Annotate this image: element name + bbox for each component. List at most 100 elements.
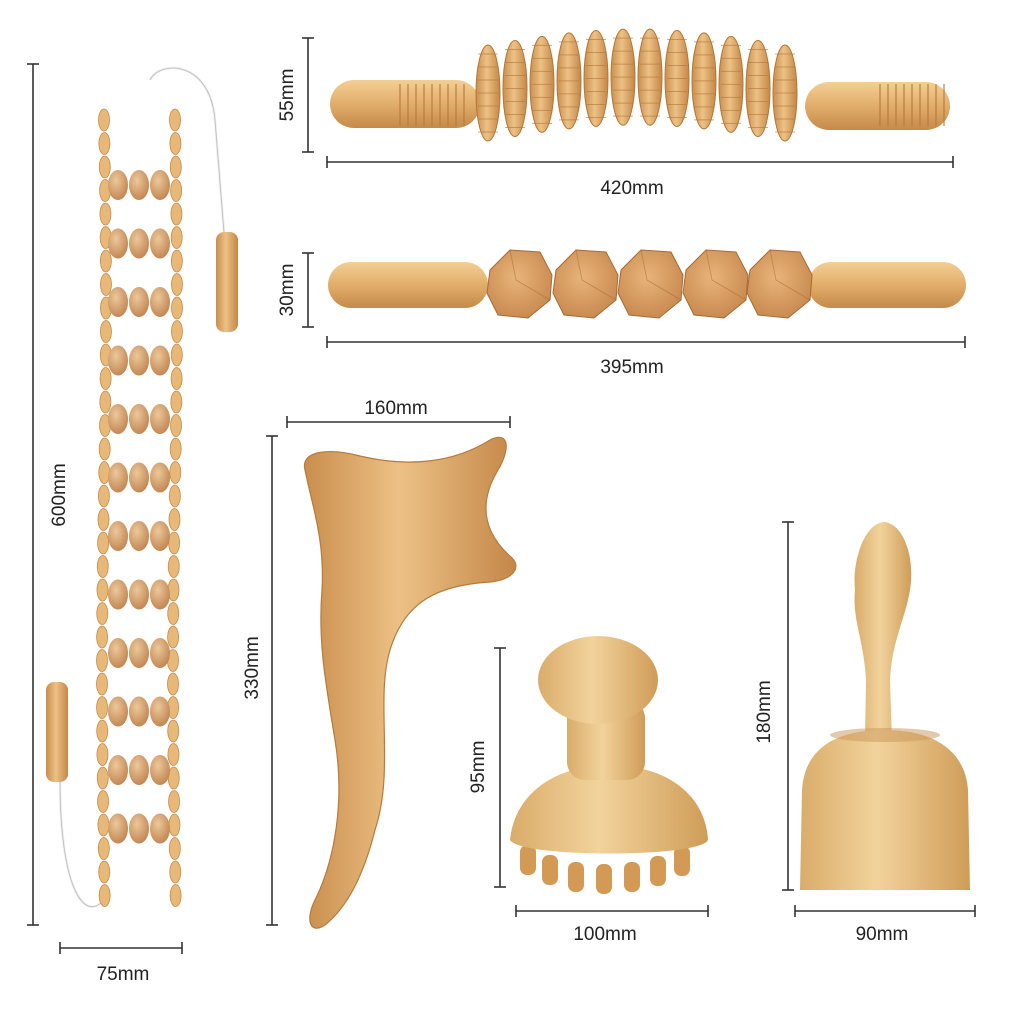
belt-height-line [27, 63, 39, 926]
belt-side-bead [98, 860, 111, 884]
mushroom-tooth [520, 845, 536, 875]
belt-side-bead [100, 273, 112, 296]
mushroom-tooth [542, 855, 558, 885]
paddle-height-label: 330mm [242, 636, 263, 699]
belt-round-bead [108, 638, 128, 668]
belt-side-bead [96, 696, 108, 719]
belt-side-bead [98, 461, 111, 484]
belt-side-bead [169, 461, 182, 484]
belt-side-bead [171, 273, 183, 296]
cube-bead [682, 249, 749, 319]
belt-round-bead [108, 521, 128, 551]
belt-side-bead [99, 202, 112, 226]
belt-side-bead [168, 531, 181, 555]
belt-side-bead [167, 625, 179, 649]
belt-side-bead [170, 343, 183, 367]
belt-round-bead [150, 170, 170, 200]
cube-bead [617, 249, 684, 319]
gear-height-label: 55mm [277, 69, 298, 122]
belt-side-bead [170, 226, 183, 249]
dimension-lines [27, 37, 976, 954]
belt-side-bead [169, 884, 182, 907]
cube-edge [575, 249, 617, 301]
belt-round-bead [150, 813, 170, 844]
belt-side-bead [96, 649, 108, 672]
belt-side-bead [169, 437, 182, 461]
cube-edge [640, 249, 682, 301]
belt-side-bead [96, 602, 109, 625]
belt-side-bead [97, 790, 109, 813]
belt-side-bead [167, 743, 180, 766]
belt-side-bead [167, 672, 179, 696]
cube-edge [769, 249, 811, 301]
gear-roller-massager [330, 28, 950, 142]
belt-round-bead [108, 579, 128, 610]
cube-bead [486, 249, 553, 319]
belt-side-bead [98, 108, 110, 132]
cube-beads [486, 249, 813, 319]
cube-height-line [302, 252, 314, 328]
cup-width-line [794, 905, 976, 917]
mushroom-width-line [515, 905, 709, 917]
belt-side-bead [100, 320, 112, 343]
belt-side-bead [168, 813, 181, 837]
mushroom-tooth [624, 862, 640, 892]
mushroom-tooth [596, 864, 612, 894]
mushroom-base [510, 765, 708, 854]
mushroom-tooth [568, 862, 584, 892]
cup-handle [854, 522, 912, 740]
cube-bead [552, 249, 619, 319]
cube-height-label: 30mm [277, 264, 298, 317]
cube-bead [746, 249, 813, 319]
belt-handle-bottom [46, 682, 68, 782]
belt-side-bead [170, 249, 183, 273]
belt-round-bead [129, 228, 149, 259]
dimension-labels: 600mm 75mm 55mm 420mm 30mm 395mm 160mm 3… [49, 69, 908, 985]
belt-side-bead [170, 390, 183, 414]
belt-side-bead [99, 390, 112, 414]
belt-round-bead [129, 170, 149, 200]
belt-width-label: 75mm [97, 964, 150, 985]
belt-round-bead [108, 696, 128, 727]
belt-side-bead [96, 578, 109, 602]
cube-roller-massager [328, 249, 966, 319]
belt-side-bead [168, 837, 181, 860]
belt-side-bead [96, 672, 108, 696]
gear-wheels [475, 28, 798, 142]
belt-side-bead [169, 860, 182, 884]
belt-round-bead [129, 813, 149, 844]
belt-round-bead [108, 170, 128, 200]
mushroom-height-line [494, 647, 506, 888]
belt-width-line [59, 942, 183, 954]
mushroom-knob [538, 636, 658, 724]
wood-cup-massager [800, 522, 970, 890]
cup-height-label: 180mm [754, 680, 775, 743]
cube-roller-handle-left [328, 262, 488, 308]
handle-grooves [399, 84, 945, 126]
cube-edge [509, 249, 551, 301]
belt-round-bead [108, 462, 128, 493]
belt-side-bead [97, 837, 110, 860]
mushroom-teeth [520, 845, 690, 894]
belt-height-label: 600mm [49, 463, 70, 526]
mushroom-tooth [650, 856, 666, 886]
belt-side-bead [170, 179, 183, 202]
belt-round-bead [129, 287, 149, 317]
belt-round-bead [108, 755, 128, 785]
belt-round-bead [108, 813, 128, 844]
cube-roller-handle-right [808, 262, 966, 308]
paddle-width-line [286, 416, 511, 428]
belt-side-bead [96, 719, 109, 743]
belt-round-bead [129, 521, 149, 551]
belt-side-bead [169, 132, 182, 155]
belt-side-bead [96, 625, 108, 649]
gear-roller-handle-left [330, 80, 480, 128]
cube-length-line [326, 336, 966, 348]
gear-roller-handle-right [805, 82, 950, 130]
belt-side-bead [97, 484, 110, 508]
belt-side-bead [167, 719, 180, 743]
paddle-width-label: 160mm [364, 398, 427, 419]
cup-height-line [782, 521, 794, 891]
